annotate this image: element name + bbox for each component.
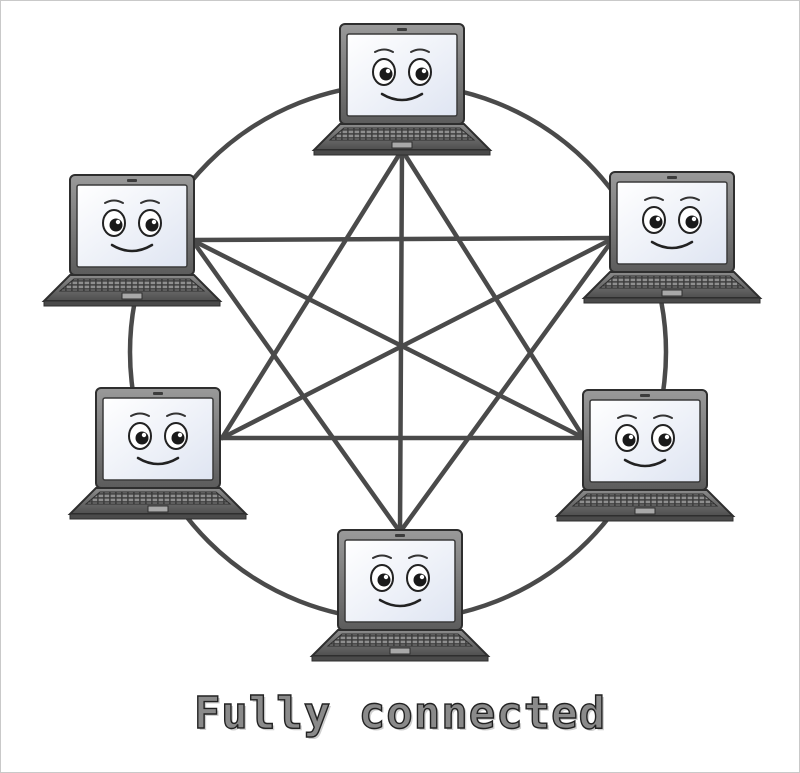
webcam-icon xyxy=(397,28,407,31)
touchpad xyxy=(147,505,169,513)
keyboard xyxy=(84,491,232,505)
smiley-face-icon xyxy=(372,48,432,102)
touchpad xyxy=(389,647,411,655)
eyebrow xyxy=(372,554,392,559)
eyebrow xyxy=(130,412,150,417)
laptop-edge xyxy=(69,513,247,520)
touchpad xyxy=(634,507,656,515)
webcam-icon xyxy=(395,534,405,537)
laptop-upper-left xyxy=(41,174,223,307)
eyebrow xyxy=(644,196,664,201)
eyebrow xyxy=(140,199,160,204)
eyebrow xyxy=(653,414,673,419)
eyebrow xyxy=(408,554,428,559)
link-upper-right-to-bottom xyxy=(397,235,617,535)
keyboard xyxy=(326,633,474,647)
laptop-screen xyxy=(589,399,701,483)
laptop-nodes xyxy=(41,23,763,662)
laptop-upper-right xyxy=(581,171,763,304)
touchpad xyxy=(391,141,413,149)
smiley-face-icon xyxy=(102,199,162,253)
laptop-screen xyxy=(76,184,188,268)
link-upper-left-to-lower-right xyxy=(189,237,587,441)
smile xyxy=(378,598,422,608)
smile xyxy=(650,240,694,250)
eyebrow xyxy=(680,196,700,201)
touchpad xyxy=(661,289,683,297)
link-upper-right-to-lower-left xyxy=(219,235,617,441)
eyebrow xyxy=(104,199,124,204)
laptop-edge xyxy=(583,297,761,304)
webcam-icon xyxy=(640,394,650,397)
laptop-edge xyxy=(556,515,734,522)
eyebrow xyxy=(617,414,637,419)
smile xyxy=(136,456,180,466)
laptop-edge xyxy=(43,300,221,307)
link-upper-left-to-bottom xyxy=(189,237,403,535)
laptop-lower-left xyxy=(67,387,249,520)
laptop-bottom xyxy=(309,529,491,662)
link-top-to-bottom xyxy=(397,147,405,535)
keyboard xyxy=(598,275,746,289)
smile xyxy=(110,243,154,253)
webcam-icon xyxy=(667,176,677,179)
smile xyxy=(380,92,424,102)
eyebrow xyxy=(410,48,430,53)
smiley-face-icon xyxy=(642,196,702,250)
smile xyxy=(623,458,667,468)
touchpad xyxy=(121,292,143,300)
laptop-edge xyxy=(313,149,491,156)
eyebrow xyxy=(166,412,186,417)
link-top-to-lower-left xyxy=(219,147,405,441)
smiley-face-icon xyxy=(615,414,675,468)
link-top-to-lower-right xyxy=(399,147,587,441)
laptop-edge xyxy=(311,655,489,662)
smiley-face-icon xyxy=(370,554,430,608)
laptop-screen xyxy=(616,181,728,265)
diagram-caption: Fully connected xyxy=(193,687,607,739)
keyboard xyxy=(571,493,719,507)
keyboard xyxy=(58,278,206,292)
webcam-icon xyxy=(127,179,137,182)
smiley-face-icon xyxy=(128,412,188,466)
laptop-screen xyxy=(102,397,214,481)
webcam-icon xyxy=(153,392,163,395)
laptop-lower-right xyxy=(554,389,736,522)
keyboard xyxy=(328,127,476,141)
eyebrow xyxy=(374,48,394,53)
link-upper-left-to-upper-right xyxy=(189,235,617,243)
laptop-screen xyxy=(346,33,458,117)
laptop-screen xyxy=(344,539,456,623)
laptop-top xyxy=(311,23,493,156)
